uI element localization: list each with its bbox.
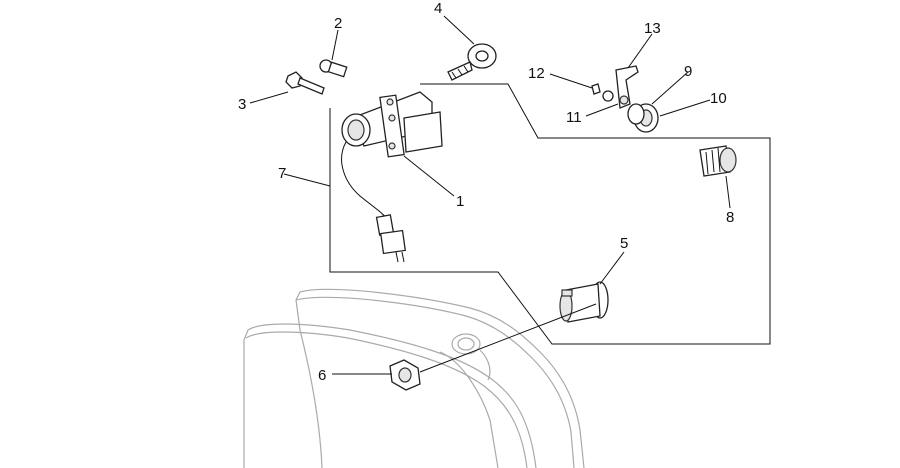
part-11-12-13-bracket bbox=[591, 65, 639, 109]
part-1-ignition-lock bbox=[341, 91, 443, 158]
callout-1: 1 bbox=[456, 193, 464, 210]
callout-3: 3 bbox=[238, 96, 246, 113]
callout-13: 13 bbox=[644, 20, 661, 37]
part-9-10-rings bbox=[627, 103, 659, 133]
callout-2: 2 bbox=[334, 15, 342, 32]
callout-11: 11 bbox=[566, 109, 582, 126]
part-2-screw bbox=[319, 59, 348, 78]
part-6-nut bbox=[389, 359, 421, 391]
callout-8: 8 bbox=[726, 209, 734, 226]
part-3-bolt bbox=[285, 71, 325, 95]
callout-9: 9 bbox=[684, 63, 692, 80]
callout-4: 4 bbox=[434, 0, 442, 17]
callout-7: 7 bbox=[278, 165, 286, 182]
callout-5: 5 bbox=[620, 235, 628, 252]
callout-6: 6 bbox=[318, 367, 326, 384]
leader-lines bbox=[249, 15, 731, 375]
wire-harness-connector bbox=[341, 141, 407, 263]
part-4-key bbox=[447, 43, 497, 81]
scooter-body-panel bbox=[243, 288, 585, 468]
callout-12: 12 bbox=[528, 65, 545, 82]
part-8-lock-cylinder bbox=[699, 145, 737, 177]
callout-10: 10 bbox=[710, 90, 727, 107]
part-5-lock-barrel bbox=[559, 281, 609, 323]
kit-boundary-box bbox=[329, 83, 771, 345]
